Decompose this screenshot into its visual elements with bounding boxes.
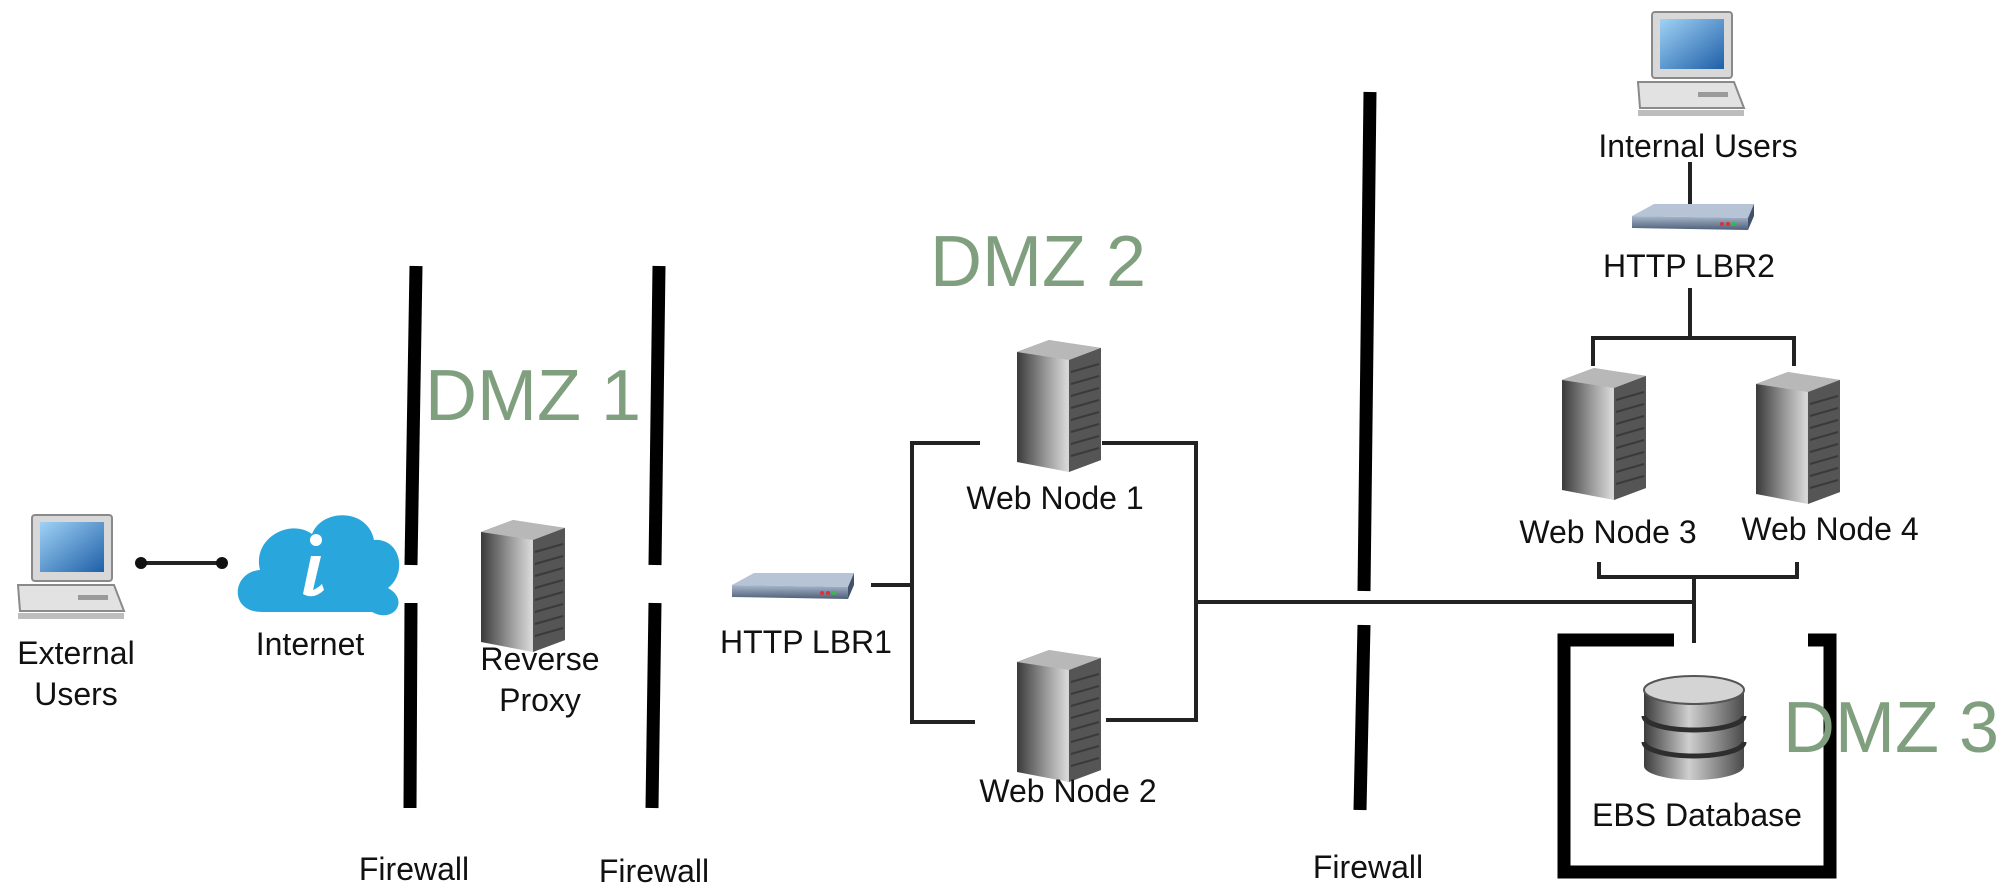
internet-label: Internet xyxy=(256,626,365,662)
firewall-3 xyxy=(1353,91,1377,811)
http-lbr2: HTTP LBR2 xyxy=(1603,204,1775,284)
ebs-database: EBS Database xyxy=(1592,675,1802,833)
web-node-2-label: Web Node 2 xyxy=(979,773,1156,809)
server-icon xyxy=(1755,371,1841,505)
firewall-2 xyxy=(645,265,666,809)
http-lbr2-label: HTTP LBR2 xyxy=(1603,248,1775,284)
reverse-proxy-label-line2: Proxy xyxy=(499,682,581,718)
server-icon xyxy=(1016,339,1102,473)
external-users: External Users xyxy=(17,514,135,712)
server-icon xyxy=(480,519,566,653)
reverse-proxy-label-line1: Reverse xyxy=(480,641,599,677)
internal-users: Internal Users xyxy=(1598,11,1798,164)
reverse-proxy: Reverse Proxy xyxy=(480,519,600,718)
connections xyxy=(135,162,1799,724)
web-node-1-label: Web Node 1 xyxy=(966,480,1143,516)
web-node-3-label: Web Node 3 xyxy=(1519,514,1696,550)
web-node-1: Web Node 1 xyxy=(966,339,1144,516)
ebs-database-label: EBS Database xyxy=(1592,797,1802,833)
dmz1-label: DMZ 1 xyxy=(425,356,641,436)
web-node-4-label: Web Node 4 xyxy=(1741,511,1918,547)
firewall-2-label: Firewall xyxy=(599,853,709,885)
web-node-2: Web Node 2 xyxy=(979,649,1157,809)
firewall-1-label: Firewall xyxy=(359,851,469,885)
external-users-label-line1: External xyxy=(17,635,134,671)
computer-icon xyxy=(1637,11,1745,117)
web-node-4: Web Node 4 xyxy=(1741,371,1919,547)
firewall-3-label: Firewall xyxy=(1313,849,1423,885)
dmz2-label: DMZ 2 xyxy=(930,222,1146,302)
firewall-1 xyxy=(403,265,423,809)
internet: Internet xyxy=(237,515,400,662)
dmz3-label: DMZ 3 xyxy=(1783,688,1998,768)
server-icon xyxy=(1016,649,1102,783)
computer-icon xyxy=(17,514,125,620)
dmz3-bracket xyxy=(1557,633,1837,879)
info-cloud-icon xyxy=(237,515,400,616)
load-balancer-icon xyxy=(732,573,854,599)
server-icon xyxy=(1561,367,1647,501)
database-icon xyxy=(1641,675,1747,780)
external-users-label-line2: Users xyxy=(34,676,118,712)
web-node-3: Web Node 3 xyxy=(1519,367,1697,550)
http-lbr1: HTTP LBR1 xyxy=(720,573,892,660)
load-balancer-icon xyxy=(1632,204,1754,230)
internal-users-label: Internal Users xyxy=(1598,128,1797,164)
http-lbr1-label: HTTP LBR1 xyxy=(720,624,892,660)
